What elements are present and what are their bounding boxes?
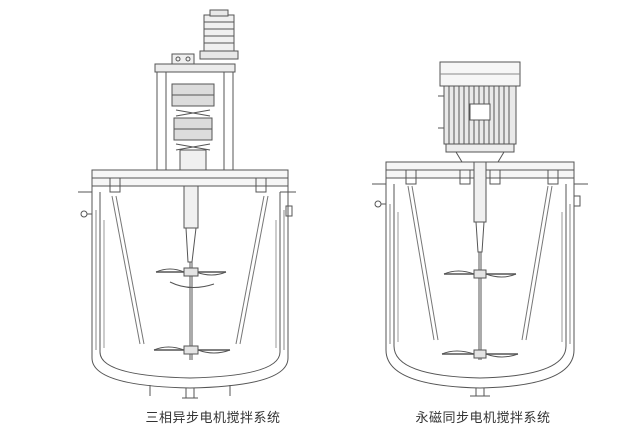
right-pmsm-motor [438, 62, 520, 162]
left-gear-reducer-frame [155, 64, 235, 170]
left-agitator-shaft [184, 186, 198, 360]
left-impeller-lower [154, 346, 230, 354]
left-vessel-body [81, 186, 292, 398]
right-system-caption: 永磁同步电机搅拌系统 [415, 411, 551, 426]
right-impeller-upper [444, 270, 516, 278]
right-vessel-body [375, 178, 580, 396]
right-impeller-lower [442, 350, 518, 358]
right-agitator-shaft [474, 162, 486, 360]
right-baffles [398, 186, 562, 342]
left-impeller-upper [156, 268, 226, 288]
right-agitator-system [372, 62, 588, 396]
left-agitator-system [78, 10, 296, 398]
left-motor [172, 10, 238, 64]
left-system-caption: 三相异步电机搅拌系统 [145, 411, 281, 426]
left-baffles [104, 196, 276, 348]
